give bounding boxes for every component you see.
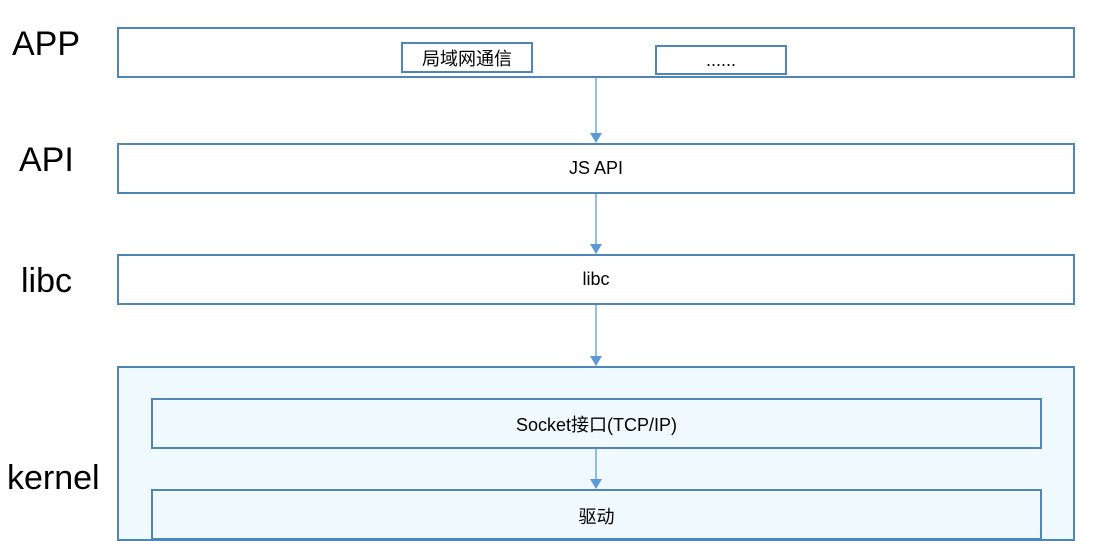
arrow-socket-to-driver xyxy=(590,449,602,489)
app-layer-box xyxy=(117,27,1075,78)
api-box-label: JS API xyxy=(568,158,624,178)
api-layer-box: JS API xyxy=(117,143,1075,194)
driver-label: 驱动 xyxy=(578,507,615,527)
libc-layer-box: libc xyxy=(117,254,1075,305)
libc-box-label: libc xyxy=(582,269,610,289)
arrow-app-to-api xyxy=(590,78,602,143)
flow-arrows xyxy=(590,78,602,489)
app-item-more: ...... xyxy=(655,45,787,75)
layer-label-kernel: kernel xyxy=(7,459,100,497)
layer-label-libc: libc xyxy=(21,262,73,300)
app-item-lan-communication: 局域网通信 xyxy=(401,42,533,73)
arrow-libc-to-kernel xyxy=(590,305,602,366)
socket-interface-box: Socket接口(TCP/IP) xyxy=(151,398,1042,449)
layer-label-api: API xyxy=(19,141,74,179)
socket-interface-label: Socket接口(TCP/IP) xyxy=(515,414,678,435)
layer-label-app: APP xyxy=(12,25,81,63)
arrow-api-to-libc xyxy=(590,194,602,254)
